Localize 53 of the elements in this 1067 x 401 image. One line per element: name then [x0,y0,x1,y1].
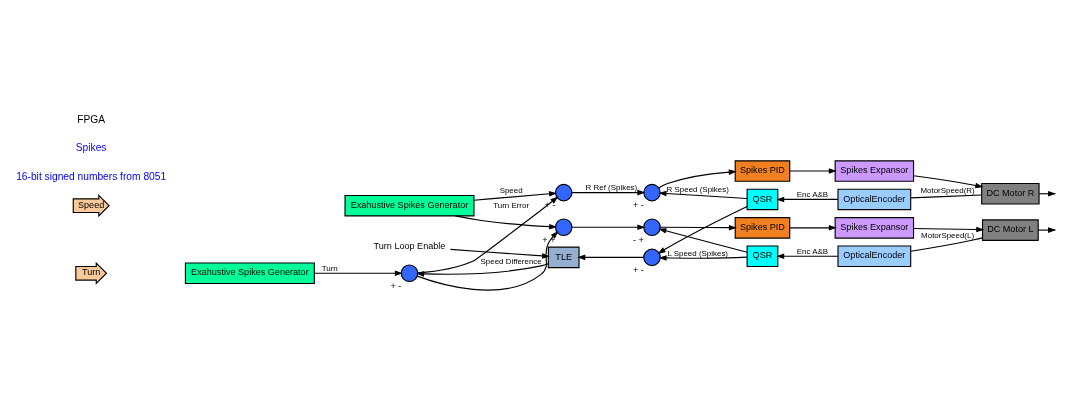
label: 16-bit signed numbers from 8051 [16,170,167,182]
connector [910,236,983,252]
label: Spikes [75,141,107,153]
node-circle [554,183,573,201]
node-box: OpticalEncoder [837,188,912,210]
node-label: + - [632,264,644,275]
arrow [657,205,748,254]
node-box: Spikes PID [734,216,791,239]
arrow [449,248,550,259]
node-label: + - [390,280,402,291]
node-label: + - [632,199,644,210]
label: FPGA [77,113,106,125]
arrow [659,224,737,230]
node-label: + - [544,199,556,210]
node-box: Spikes Expansor [834,216,915,239]
node-box: QSR [746,188,779,210]
arrow [473,190,558,201]
node-box: Spikes PID [734,159,791,182]
arrow [776,196,839,202]
node-circle [400,263,419,282]
node-label: - + [632,234,644,245]
arrow [313,269,403,276]
node-box: TLE [547,246,580,268]
node-circle [643,217,661,236]
arrow [913,226,985,232]
arrow [571,189,646,195]
node-circle [643,183,661,201]
arrow [454,214,558,229]
arrow [658,254,748,261]
arrow [789,167,837,174]
node-circle [554,217,573,236]
node-text: Turn Loop Enable [373,240,446,251]
arrow [417,196,559,273]
arrow [913,174,984,188]
node-box: Exahustive Spikes Generator [344,194,475,216]
arrow [416,230,559,291]
arrow [776,252,839,259]
node-box: Spikes Expansor [834,159,915,182]
node-box: QSR [746,244,779,267]
node-label: + + [542,234,556,245]
node-box: DC Motor R [981,182,1040,205]
arrow [658,227,748,253]
arrow [789,224,837,231]
arrow [658,190,748,199]
node-box: Exahustive Spikes Generator [184,262,315,284]
arrow [658,168,737,189]
arrow [577,254,645,260]
node-box: DC Motor L [981,218,1039,241]
node-circle [643,248,661,266]
connector [910,193,983,198]
arrow [571,223,646,230]
node-box: OpticalEncoder [837,244,912,267]
arrow [416,262,549,277]
